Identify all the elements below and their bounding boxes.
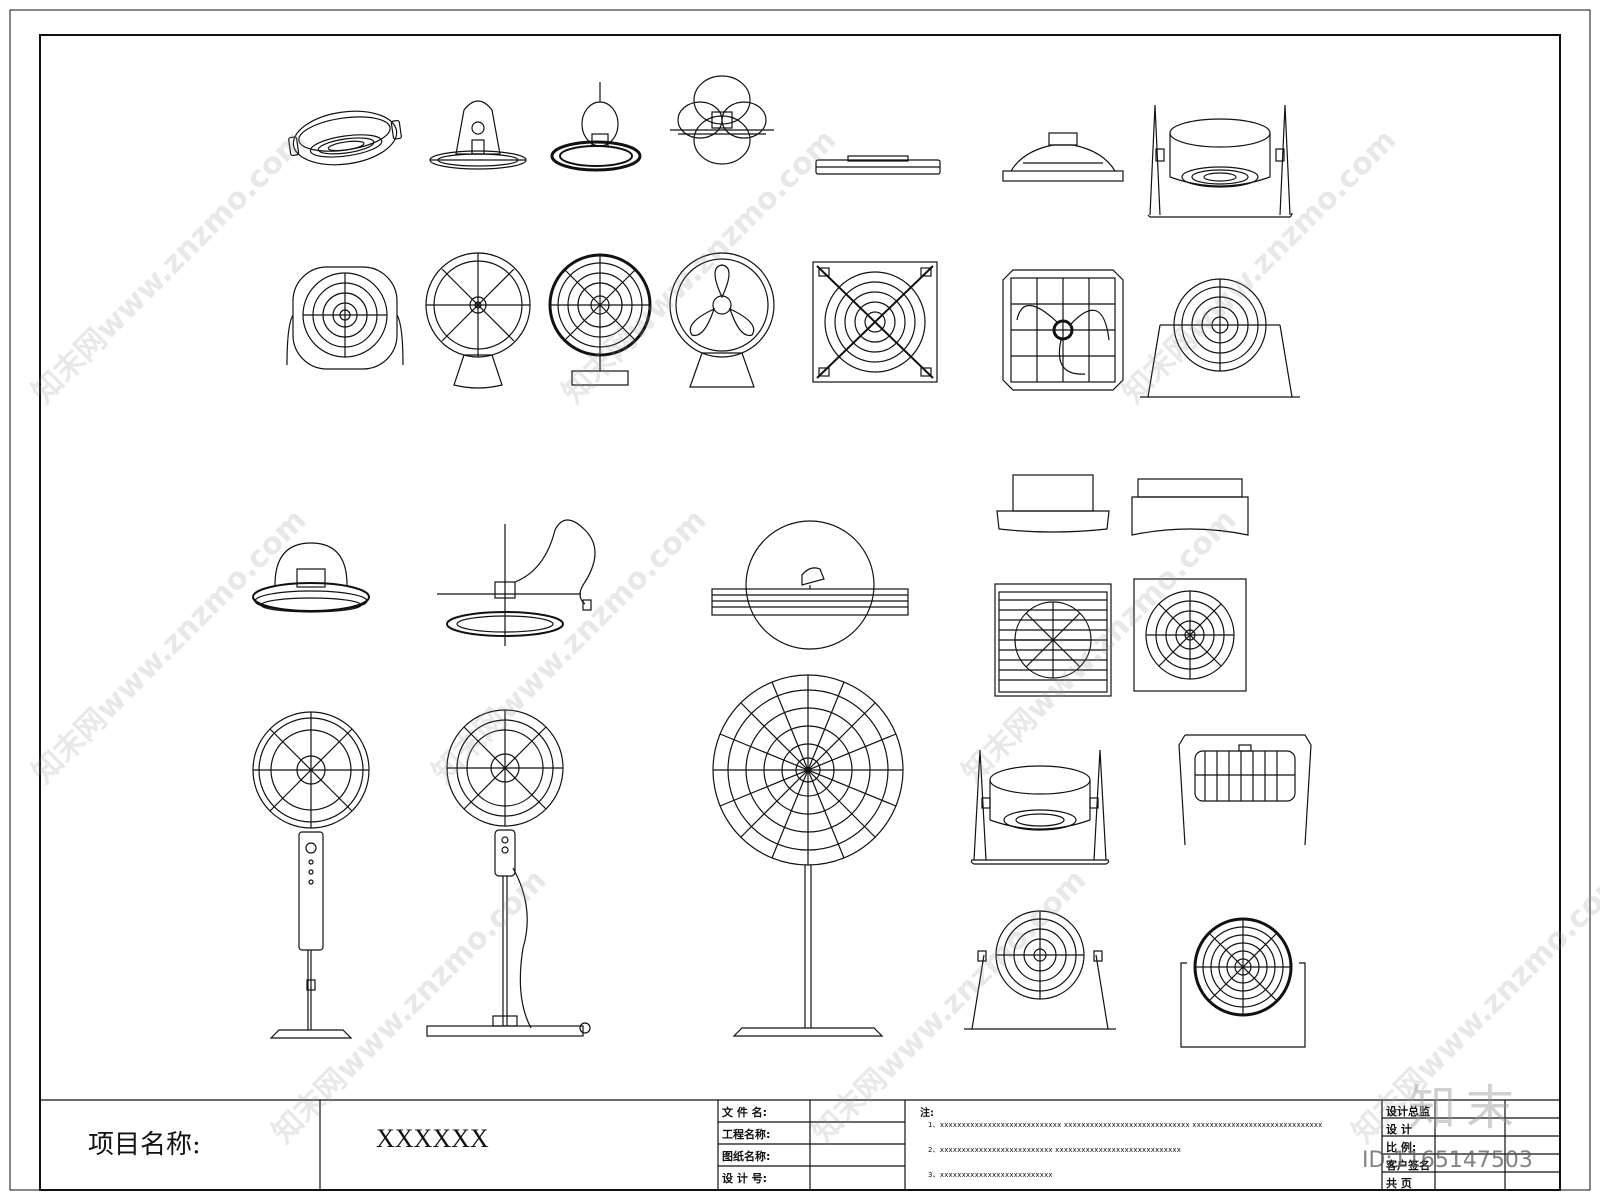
design-number-label: 设 计 号: [722, 1172, 768, 1185]
fan-exhaust-5 [1131, 478, 1249, 536]
fan-exhaust-4 [996, 474, 1110, 533]
fan-ceiling-7 [252, 542, 370, 613]
title-block [40, 1099, 1560, 1190]
fan-floor-3 [970, 749, 1110, 865]
fan-stand-1 [1133, 578, 1247, 692]
project-title-label: 工程名称: [722, 1128, 771, 1141]
design-director-label: 设计总监 [1386, 1105, 1430, 1118]
fan-floor-4 [1178, 734, 1312, 846]
inner-frame [39, 34, 1561, 1191]
fan-ceiling-3 [550, 82, 642, 172]
note-line: 2、xxxxxxxxxxxxxxxxxxxxxxxxxx xxxxxxxxxxx… [928, 1146, 1182, 1154]
fan-exhaust-2 [812, 261, 938, 383]
fan-wall-1 [711, 520, 909, 650]
fan-table-2 [425, 252, 531, 389]
fan-stand-3 [712, 674, 904, 1037]
fan-ceiling-8 [437, 519, 596, 646]
outer-frame [9, 9, 1591, 1191]
page-count-label: 共 页 [1386, 1177, 1412, 1190]
fan-exhaust-3 [1002, 269, 1124, 391]
fan-exhaust-1 [1147, 104, 1293, 218]
file-name-label: 文 件 名: [722, 1106, 768, 1119]
fan-table-1 [286, 266, 404, 370]
notes-title: 注: [920, 1108, 934, 1119]
drawing-name-label: 图纸名称: [722, 1150, 771, 1163]
fan-stand-2 [426, 709, 591, 1037]
client-signature-label: 客户签名 [1386, 1159, 1430, 1172]
fan-ceiling-6 [1002, 132, 1124, 182]
fan-floor-5 [964, 910, 1116, 1030]
image-id-text: ID:1165147503 [1362, 1148, 1533, 1173]
designer-label: 设 计 [1386, 1123, 1412, 1136]
fan-ceiling-4 [670, 75, 774, 165]
project-name-label: 项目名称: [88, 1130, 201, 1160]
fan-floor-1 [1140, 278, 1300, 398]
scale-label: 比 例: [1386, 1141, 1417, 1154]
znzmo-logo: 知末 [1408, 1080, 1525, 1136]
fan-ceiling-1 [288, 110, 402, 166]
fan-floor-2 [252, 711, 370, 1039]
fan-exhaust-6 [994, 583, 1112, 697]
fan-floor-6 [1180, 917, 1306, 1048]
fan-table-4 [669, 252, 775, 388]
fan-ceiling-5 [815, 155, 941, 175]
note-line: 3、xxxxxxxxxxxxxxxxxxxxxxxxxx [928, 1171, 1053, 1179]
fan-table-3 [548, 253, 652, 386]
note-line: 1、xxxxxxxxxxxxxxxxxxxxxxxxxxxx xxxxxxxxx… [928, 1121, 1323, 1129]
fan-ceiling-2 [429, 100, 527, 170]
project-name-value: XXXXXX [376, 1124, 489, 1153]
